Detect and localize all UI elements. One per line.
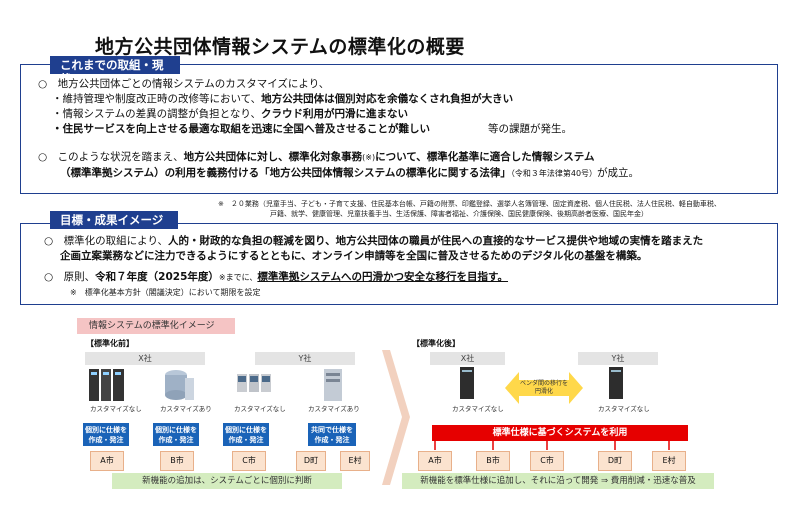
server-rack-icon [89,369,124,401]
cap-no-customize-y: カスタマイズなし [598,405,650,413]
after-company-x: X社 [430,352,505,365]
city-a-before: A市 [90,451,124,471]
issue-3: ・住民サービスを向上させる最適な取組を迅速に全国へ普及させることが難しい等の課題… [52,123,572,135]
database-server-icon [165,370,194,400]
before-new-feature-note: 新機能の追加は、システムごとに個別に判断 [112,473,342,489]
goal-paragraph-1-cont: 企画立案業務などに注力できるようにするとともに、オンライン申請等を全国に普及させ… [60,250,648,262]
individual-order-a: 個別に仕様を 作成・発注 [83,423,129,446]
city-e-before: E村 [340,451,370,471]
footnote-20-services-line2: 戸籍、就学、健康管理、児童扶養手当、生活保護、障害者福祉、介護保険、国民健康保険… [270,210,648,218]
current-status-box [20,64,778,194]
current-status-tab: これまでの取組・現状 [50,56,180,86]
vendor-migration-text: ベンダ間の移行を 円滑化 [519,380,568,395]
city-a-after: A市 [418,451,452,471]
goals-tab: 目標・成果イメージ [50,211,178,229]
distribution-arrows [434,440,670,450]
individual-order-c: 個別に仕様を 作成・発注 [223,423,269,446]
server-x-icon [460,367,474,399]
law-paragraph-2: （標準準拠システム）の利用を義務付ける「地方公共団体情報システムの標準化に関する… [60,167,640,179]
before-label: 【標準化前】 [86,339,134,348]
city-d-after: D町 [598,451,632,471]
city-c-before: C市 [232,451,266,471]
goals-box [20,223,778,305]
cap-no-customize-a: カスタマイズなし [90,405,142,413]
cap-no-customize-x: カスタマイズなし [452,405,504,413]
before-company-x: X社 [85,352,205,365]
footnote-20-services-line1: ※ ２０業務（児童手当、子ども・子育て支援、住民基本台帳、戸籍の附票、印鑑登録、… [218,200,721,208]
individual-order-b: 個別に仕様を 作成・発注 [153,423,199,446]
after-new-feature-note: 新機能を標準仕様に追加し、それに沿って開発 ⇒ 費用削減・迅速な普及 [402,473,714,489]
goal-paragraph-1: ○ 標準化の取組により、人的・財政的な負担の軽減を図り、地方公共団体の職員が住民… [44,235,704,247]
server-y-icon [609,367,623,399]
joint-order-de: 共同で仕様を 作成・発注 [308,423,356,446]
standard-system-bar: 標準仕様に基づくシステムを利用 [432,425,688,441]
server-tower-icon [324,369,342,401]
city-e-after: E村 [652,451,686,471]
after-label: 【標準化後】 [412,339,460,348]
city-c-after: C市 [530,451,564,471]
goal-deadline-note: ※ 標準化基本方針（閣議決定）において期限を設定 [70,288,261,297]
vendor-migration-arrow-icon [505,372,583,404]
status-lead: ○ 地方公共団体ごとの情報システムのカスタマイズにより、 [38,78,330,90]
before-company-y: Y社 [255,352,355,365]
cap-no-customize-c: カスタマイズなし [234,405,286,413]
city-b-before: B市 [160,451,194,471]
cap-customize-b: カスタマイズあり [160,405,212,413]
city-d-before: D町 [296,451,326,471]
goal-paragraph-2: ○ 原則、令和７年度（2025年度）※までに、標準準拠システムへの円滑かつ安全な… [44,271,509,283]
cap-customize-d: カスタマイズあり [308,405,360,413]
page-title: 地方公共団体情報システムの標準化の概要 [95,36,465,58]
desktop-computers-icon [237,374,271,392]
issue-2: ・情報システムの差異の調整が負担となり、クラウド利用が円滑に進まない [52,108,408,120]
after-company-y: Y社 [578,352,658,365]
issue-1: ・維持管理や制度改正時の改修等において、地方公共団体は個別対応を余儀なくされ負担… [52,93,514,105]
law-paragraph-1: ○ このような状況を踏まえ、地方公共団体に対し、標準化対象事務(※)について、標… [38,151,595,163]
diagram-header: 情報システムの標準化イメージ [77,318,235,334]
city-b-after: B市 [476,451,510,471]
transition-arrow-icon [382,350,410,485]
